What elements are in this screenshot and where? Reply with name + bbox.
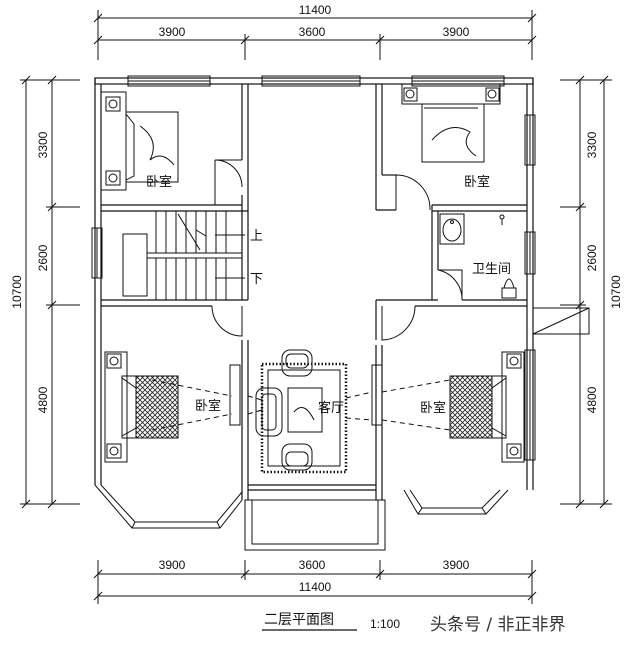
top-dimension-3: 3900 [443, 25, 470, 39]
right-dimension-lines [560, 75, 612, 509]
top-total-dimension: 11400 [299, 3, 332, 17]
stair-up-label: 上 [250, 229, 263, 244]
drawing-title: 二层平面图 [264, 612, 334, 628]
room-label-bedroom-top-left: 卧室 [146, 174, 172, 190]
bottom-dimension-1: 3900 [159, 558, 186, 572]
top-dimension-lines [93, 10, 537, 60]
bottom-dimension-lines [93, 560, 537, 604]
bed-top-left [100, 91, 179, 191]
top-dimension-1: 3900 [159, 25, 186, 39]
bay-window-left [94, 484, 243, 529]
bed-top-right [401, 83, 501, 163]
bottom-dimension-2: 3600 [299, 558, 326, 572]
watermark: 头条号 / 非正非界 [430, 615, 566, 635]
drawing-scale: 1:100 [370, 617, 400, 631]
left-dimension-3: 4800 [36, 386, 50, 413]
left-dimension-1: 3300 [36, 131, 50, 158]
windows [91, 75, 536, 461]
bottom-total-dimension: 11400 [299, 580, 332, 594]
stair-down-label: 下 [250, 272, 263, 287]
left-dimension-lines [20, 75, 80, 509]
top-dimension-2: 3600 [299, 25, 326, 39]
room-label-bathroom: 卫生间 [472, 262, 511, 277]
sight-lines [151, 379, 451, 431]
left-dimension-2: 2600 [36, 244, 50, 271]
bathroom-fixtures [439, 213, 517, 299]
right-total-dimension: 10700 [609, 275, 623, 309]
left-total-dimension: 10700 [10, 275, 24, 309]
room-label-living: 客厅 [318, 400, 344, 416]
room-label-bedroom-bottom-right: 卧室 [420, 400, 446, 416]
bed-bottom-right [449, 351, 525, 463]
right-dimension-2: 2600 [585, 244, 599, 271]
room-label-bedroom-bottom-left: 卧室 [195, 398, 221, 414]
stairs [122, 211, 245, 300]
room-label-bedroom-top-right: 卧室 [464, 174, 490, 190]
doors [211, 159, 463, 341]
right-dimension-1: 3300 [585, 131, 599, 158]
exterior-step [532, 307, 590, 335]
bay-window-right [403, 489, 509, 515]
right-dimension-3: 4800 [585, 386, 599, 413]
bottom-dimension-3: 3900 [443, 558, 470, 572]
balcony [244, 499, 386, 551]
bed-bottom-left [104, 351, 179, 463]
